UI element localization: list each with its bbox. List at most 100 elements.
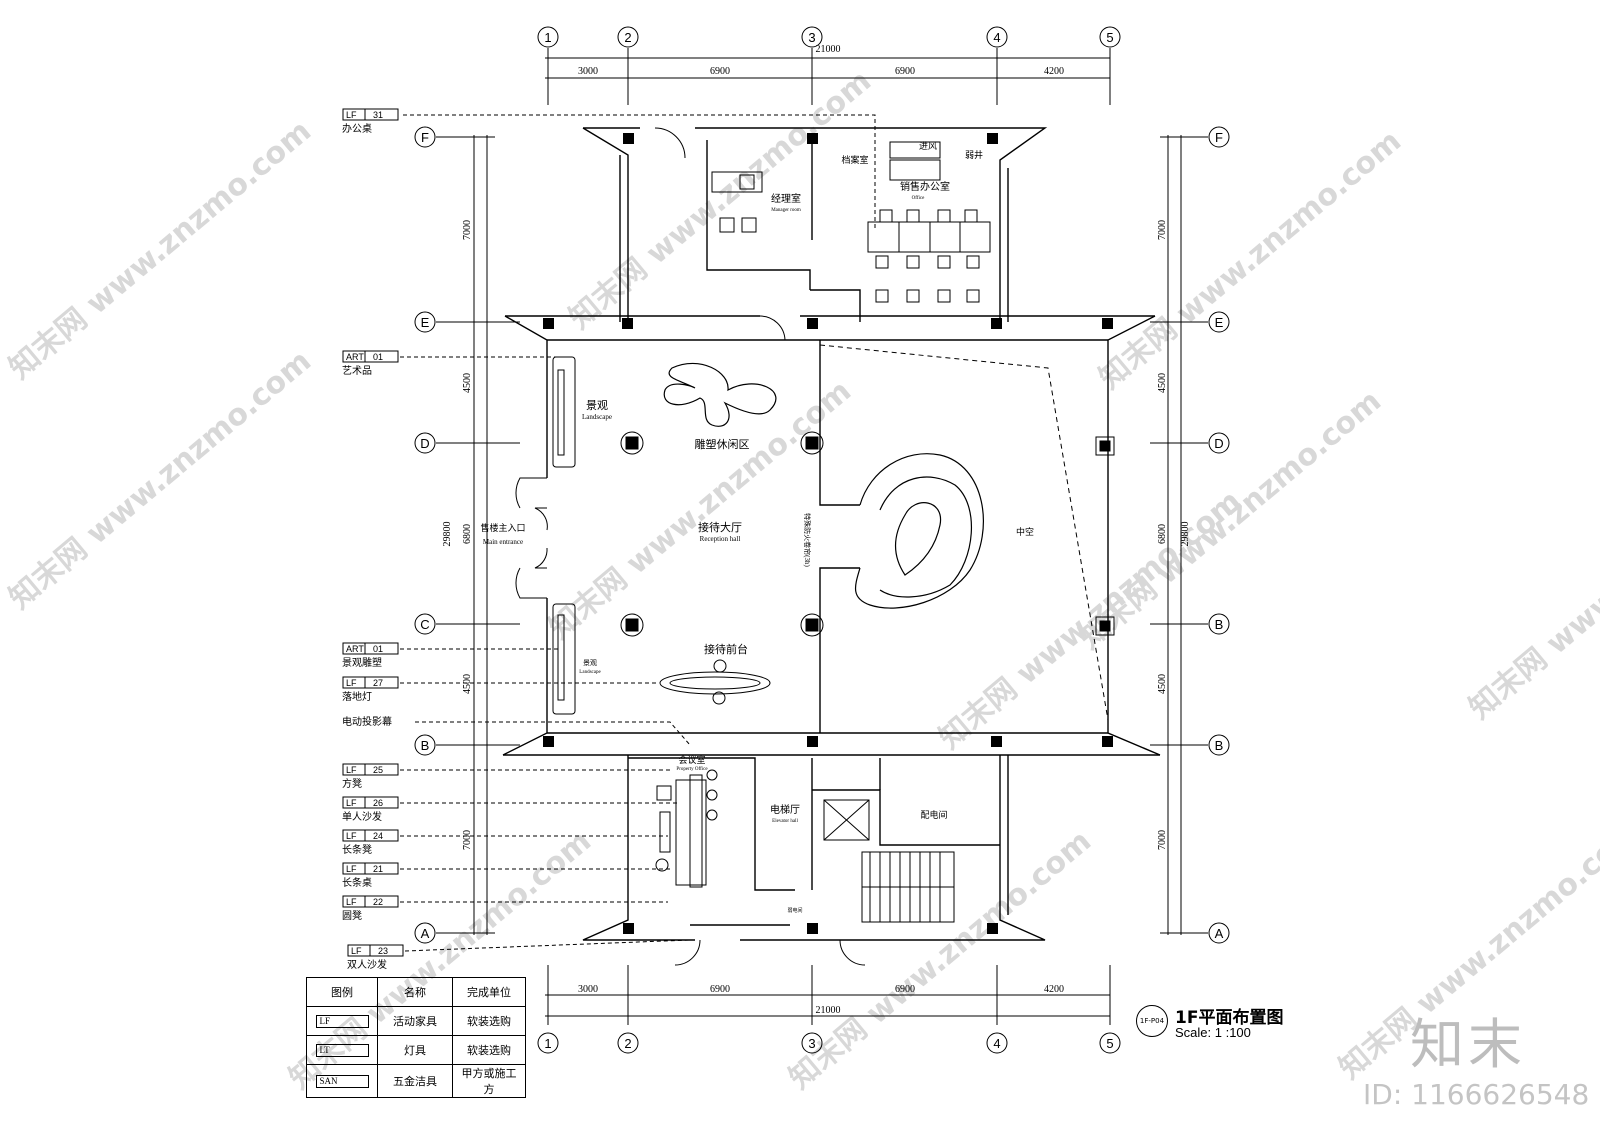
legend-row: LF 活动家具 软装选购 bbox=[306, 1006, 526, 1036]
legend-name-cell: 灯具 bbox=[377, 1035, 453, 1065]
tag-name: 单人沙发 bbox=[342, 810, 382, 823]
tag-number: 27 bbox=[373, 678, 383, 688]
grid-col-4-bottom: 4 bbox=[993, 1036, 1000, 1051]
tag-name: 电动投影幕 bbox=[342, 715, 392, 728]
dim-bottom-1: 3000 bbox=[578, 984, 598, 995]
grid-row-b-right: B bbox=[1215, 617, 1224, 632]
dim-left-total: 29800 bbox=[442, 522, 453, 547]
dim-right-1: 7000 bbox=[1157, 220, 1168, 240]
grid-row-a-left: A bbox=[421, 926, 430, 941]
legend-header-unit: 完成单位 bbox=[452, 977, 526, 1007]
brand-watermark: 知末 bbox=[1410, 1013, 1526, 1076]
tag-box bbox=[342, 108, 399, 121]
grid-labels: 1 2 3 4 5 1 2 3 4 5 F E D C B A F E D B … bbox=[420, 30, 1223, 1051]
legend-row: LT 灯具 软装选购 bbox=[306, 1035, 526, 1065]
watermark-text: 知末网 www.znzmo.com bbox=[563, 64, 878, 337]
columns bbox=[543, 133, 1113, 934]
legend-symbol: SAN bbox=[315, 1074, 369, 1088]
meeting-room-en: Property Office bbox=[676, 767, 708, 772]
legend-table: 图例 名称 完成单位 LF 活动家具 软装选购 LT 灯具 软装选购 SAN 五… bbox=[306, 977, 526, 1098]
legend-symbol-cell: SAN bbox=[306, 1064, 378, 1098]
atrium-label: 中空 bbox=[1016, 526, 1034, 537]
fire-shutter-note: 特殊防火卷帘(3h) bbox=[803, 513, 812, 567]
tag-code: LF bbox=[346, 110, 357, 120]
dim-right-2: 4500 bbox=[1157, 373, 1168, 393]
tag-box bbox=[342, 676, 399, 689]
grid-row-f-right: F bbox=[1215, 130, 1223, 145]
legend-symbol-cell: LT bbox=[306, 1035, 378, 1065]
reception-desk bbox=[659, 659, 771, 705]
dim-top-4: 4200 bbox=[1044, 66, 1064, 77]
tag-name: 长条凳 bbox=[342, 843, 372, 856]
drawing-title: 1F平面布置图 bbox=[1175, 1008, 1284, 1028]
dim-right-total: 29800 bbox=[1180, 522, 1191, 547]
legend-header-name: 名称 bbox=[377, 977, 453, 1007]
legend-symbol: LF bbox=[315, 1014, 369, 1028]
manager-room-cn: 经理室 bbox=[771, 192, 801, 205]
grid-col-5: 5 bbox=[1106, 30, 1113, 45]
tag-number: 25 bbox=[373, 765, 383, 775]
legend-unit-cell: 甲方或施工方 bbox=[452, 1064, 526, 1098]
tag-number: 22 bbox=[373, 897, 383, 907]
tag-name: 落地灯 bbox=[342, 690, 372, 703]
tag-box bbox=[342, 829, 399, 842]
grid-col-4: 4 bbox=[993, 30, 1000, 45]
tag-code: LF bbox=[346, 864, 357, 874]
tag-box bbox=[342, 796, 399, 809]
sculpture bbox=[663, 362, 777, 427]
tag-name: 办公桌 bbox=[342, 122, 372, 135]
landscape-planters bbox=[552, 356, 576, 715]
dim-top-1: 3000 bbox=[578, 66, 598, 77]
dim-left-4: 4500 bbox=[462, 674, 473, 694]
grid-col-1-bottom: 1 bbox=[544, 1036, 551, 1051]
legend-unit-cell: 软装选购 bbox=[452, 1006, 526, 1036]
tag-number: 23 bbox=[378, 946, 388, 956]
landscape-top-en: Landscape bbox=[582, 413, 612, 421]
grid-leaders bbox=[436, 136, 1208, 934]
grid-col-1: 1 bbox=[544, 30, 551, 45]
image-id: ID: 1166626548 bbox=[1363, 1078, 1590, 1111]
tag-code: LF bbox=[351, 946, 362, 956]
grid-col-3-bottom: 3 bbox=[808, 1036, 815, 1051]
grid-row-b2-right: B bbox=[1215, 738, 1224, 753]
tag-leaders bbox=[400, 114, 876, 952]
dim-right-5: 7000 bbox=[1157, 830, 1168, 850]
tag-box bbox=[342, 642, 399, 655]
dim-bottom-4: 4200 bbox=[1044, 984, 1064, 995]
grid-row-e-right: E bbox=[1215, 315, 1224, 330]
grid-row-a-right: A bbox=[1215, 926, 1224, 941]
legend-unit-cell: 软装选购 bbox=[452, 1035, 526, 1065]
grid-row-d-left: D bbox=[420, 436, 429, 451]
tag-name: 双人沙发 bbox=[347, 958, 387, 971]
tag-number: 24 bbox=[373, 831, 383, 841]
stair-flight bbox=[861, 851, 955, 923]
legend-header-row: 图例 名称 完成单位 bbox=[306, 977, 526, 1007]
legend-row: SAN 五金洁具 甲方或施工方 bbox=[306, 1064, 526, 1098]
tag-box bbox=[342, 350, 399, 363]
bottom-grid-axis bbox=[545, 965, 1111, 1025]
tag-number: 21 bbox=[373, 864, 383, 874]
meeting-room-cn: 会议室 bbox=[678, 754, 705, 765]
dim-top-3: 6900 bbox=[895, 66, 915, 77]
tag-name: 景观雕塑 bbox=[342, 656, 382, 669]
dim-top-total: 21000 bbox=[816, 44, 841, 55]
archive-room-cn: 档案室 bbox=[841, 154, 868, 165]
building-walls bbox=[502, 127, 1161, 941]
tag-box bbox=[342, 763, 399, 776]
tag-code: ART bbox=[346, 352, 364, 362]
tag-number: 01 bbox=[373, 644, 383, 654]
manager-room-en: Manager room bbox=[771, 208, 801, 213]
dim-left-2: 4500 bbox=[462, 373, 473, 393]
watermark-text: 知末网 www.znzmo.com bbox=[3, 114, 318, 387]
watermark-text: 知末网 www.znzmo.com bbox=[1463, 454, 1600, 727]
legend-name-cell: 活动家具 bbox=[377, 1006, 453, 1036]
spiral-stair bbox=[855, 453, 984, 609]
front-desk-cn: 接待前台 bbox=[704, 642, 748, 656]
tag-name: 圆凳 bbox=[342, 910, 362, 922]
tag-number: 26 bbox=[373, 798, 383, 808]
sales-office-cn: 销售办公室 bbox=[900, 180, 950, 193]
shaft-label: 弱井 bbox=[965, 149, 983, 160]
tag-code: ART bbox=[346, 644, 364, 654]
main-entrance-cn: 售楼主入口 bbox=[480, 522, 525, 533]
